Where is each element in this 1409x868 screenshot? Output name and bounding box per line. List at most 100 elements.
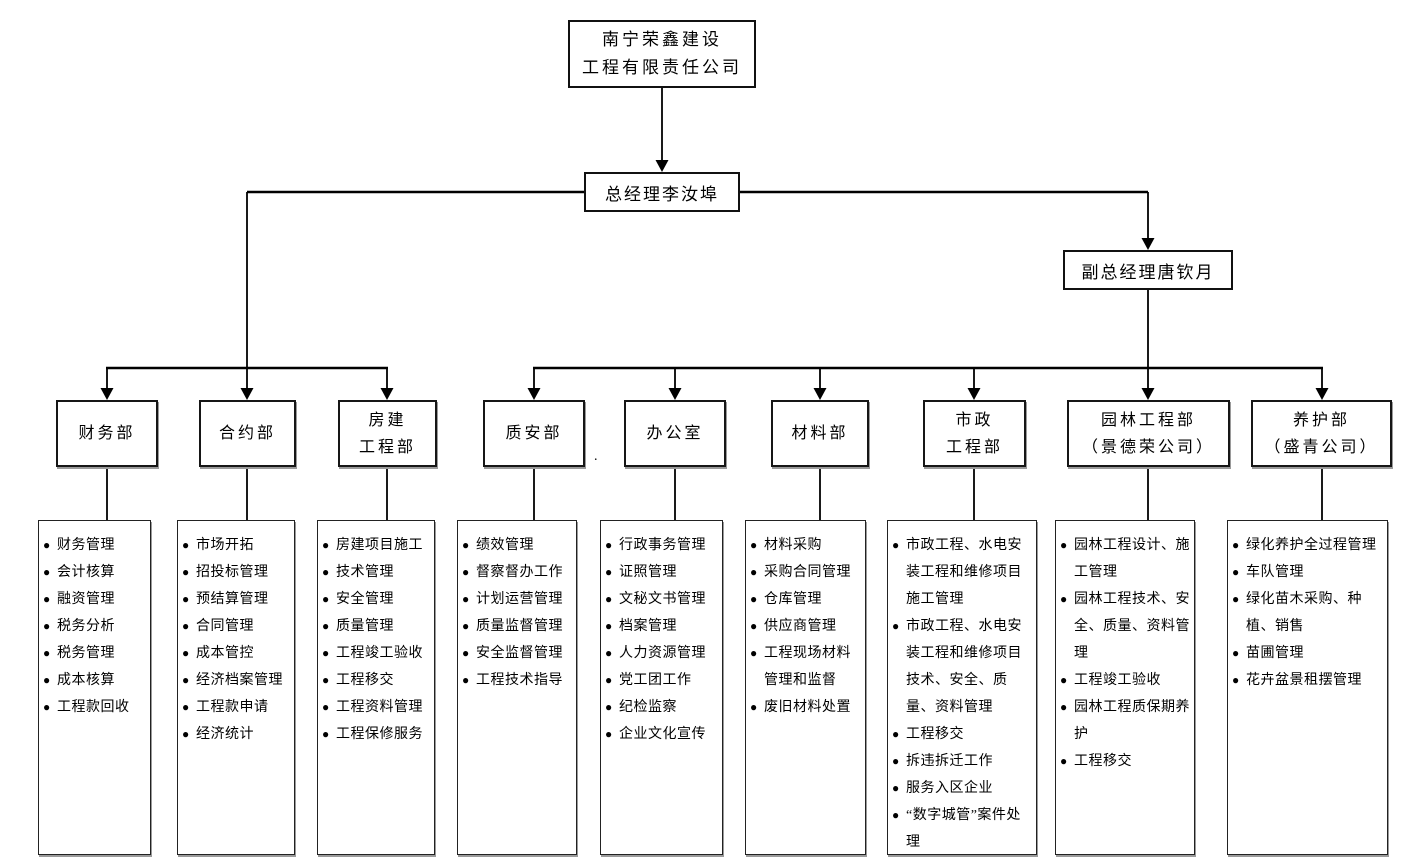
duty-text: 材料采购 bbox=[764, 538, 822, 553]
duty-item: ●绿化苗木采购、种植、销售 bbox=[1232, 586, 1385, 640]
duty-item: ●会计核算 bbox=[43, 559, 148, 586]
duty-item: ●人力资源管理 bbox=[605, 640, 720, 667]
duty-list: ●材料采购●采购合同管理●仓库管理●供应商管理●工程现场材料管理和监督●废旧材料… bbox=[745, 520, 866, 855]
bullet-icon: ● bbox=[462, 565, 470, 579]
duty-text: 市政工程、水电安装工程和维修项目施工管理 bbox=[906, 538, 1022, 607]
duty-item: ●绿化养护全过程管理 bbox=[1232, 532, 1385, 559]
duty-item: ●融资管理 bbox=[43, 586, 148, 613]
duty-text: 房建项目施工 bbox=[336, 538, 423, 553]
department-name-line: 材料部 bbox=[791, 425, 849, 442]
bullet-icon: ● bbox=[322, 538, 330, 552]
department-box: 办公室 bbox=[624, 400, 726, 467]
duty-text: 督察督办工作 bbox=[476, 565, 563, 580]
duty-item: ● 工程资料管理 bbox=[322, 694, 432, 721]
bullet-icon: ● bbox=[892, 781, 900, 795]
bullet-icon: ● bbox=[892, 619, 900, 633]
duty-text: 预结算管理 bbox=[196, 592, 269, 607]
department-box: 材料部 bbox=[771, 400, 869, 467]
duty-item: ●工程保修服务 bbox=[322, 721, 432, 748]
bullet-icon: ● bbox=[605, 565, 613, 579]
duty-item: ●工程款回收 bbox=[43, 694, 148, 721]
department-box: 市政工程部 bbox=[923, 400, 1026, 467]
bullet-icon: ● bbox=[605, 727, 613, 741]
duty-text: 质量监督管理 bbox=[476, 619, 563, 634]
duty-text: “数字城管”案件处理 bbox=[906, 808, 1021, 850]
bullet-icon: ● bbox=[750, 700, 758, 714]
duty-item: ●仓库管理 bbox=[750, 586, 863, 613]
duty-item: ●工程款申请 bbox=[182, 694, 292, 721]
duty-item: ● 质量监督管理 bbox=[462, 613, 574, 640]
duty-item: ●园林工程设计、施工管理 bbox=[1060, 532, 1192, 586]
duty-item: ●纪检监察 bbox=[605, 694, 720, 721]
company-name-line: 工程有限责任公司 bbox=[582, 58, 742, 77]
duty-item: ●党工团工作 bbox=[605, 667, 720, 694]
duty-item: ●服务入区企业 bbox=[892, 775, 1034, 802]
duty-list: ●绿化养护全过程管理●车队管理●绿化苗木采购、种植、销售●苗圃管理●花卉盆景租摆… bbox=[1227, 520, 1388, 855]
duty-text: 文秘文书管理 bbox=[619, 592, 706, 607]
duty-text: 技术管理 bbox=[336, 565, 394, 580]
duty-item: ●工程移交 bbox=[1060, 748, 1192, 775]
duty-item: ●工程竣工验收 bbox=[1060, 667, 1192, 694]
duty-item: ●工程移交 bbox=[322, 667, 432, 694]
bullet-icon: ● bbox=[1060, 754, 1068, 768]
duty-text: 市场开拓 bbox=[196, 538, 254, 553]
bullet-icon: ● bbox=[322, 646, 330, 660]
duty-text: 园林工程质保期养护 bbox=[1074, 700, 1190, 742]
duty-text: 园林工程技术、安全、质量、资料管理 bbox=[1074, 592, 1190, 661]
duty-text: 工程移交 bbox=[906, 727, 964, 742]
department-name-line: 市政 bbox=[955, 411, 994, 429]
duty-item: ●园林工程质保期养护 bbox=[1060, 694, 1192, 748]
duty-text: 工程资料管理 bbox=[336, 700, 423, 715]
duty-text: 计划运营管理 bbox=[476, 592, 563, 607]
duty-text: 工程保修服务 bbox=[336, 727, 423, 742]
bullet-icon: ● bbox=[605, 538, 613, 552]
duty-item: ●财务管理 bbox=[43, 532, 148, 559]
duty-item: ● 计划运营管理 bbox=[462, 586, 574, 613]
duty-text: 纪检监察 bbox=[619, 700, 677, 715]
bullet-icon: ● bbox=[462, 646, 470, 660]
duty-item: ●成本管控 bbox=[182, 640, 292, 667]
duty-item: ●合同管理 bbox=[182, 613, 292, 640]
duty-list: ●绩效管理●督察督办工作●计划运营管理●质量监督管理●安全监督管理●工程技术指导 bbox=[457, 520, 577, 855]
bullet-icon: ● bbox=[322, 592, 330, 606]
bullet-icon: ● bbox=[462, 619, 470, 633]
duty-list: ●市场开拓●招投标管理●预结算管理●合同管理●成本管控●经济档案管理●工程款申请… bbox=[177, 520, 295, 855]
bullet-icon: ● bbox=[750, 646, 758, 660]
duty-text: 采购合同管理 bbox=[764, 565, 851, 580]
company-box: 南宁荣鑫建设 工程有限责任公司 bbox=[568, 20, 756, 88]
duty-item: ● 安全管理 bbox=[322, 586, 432, 613]
duty-text: 会计核算 bbox=[57, 565, 115, 580]
duty-item: ●废旧材料处置 bbox=[750, 694, 863, 721]
duty-text: 绩效管理 bbox=[476, 538, 534, 553]
bullet-icon: ● bbox=[1232, 673, 1240, 687]
bullet-icon: ● bbox=[1232, 565, 1240, 579]
duty-text: 苗圃管理 bbox=[1246, 646, 1304, 661]
bullet-icon: ● bbox=[182, 619, 190, 633]
duty-item: ●档案管理 bbox=[605, 613, 720, 640]
bullet-icon: ● bbox=[605, 646, 613, 660]
duty-text: 党工团工作 bbox=[619, 673, 692, 688]
bullet-icon: ● bbox=[892, 538, 900, 552]
bullet-icon: ● bbox=[322, 700, 330, 714]
bullet-icon: ● bbox=[892, 727, 900, 741]
duty-text: 绿化养护全过程管理 bbox=[1246, 538, 1377, 553]
duty-item: ●车队管理 bbox=[1232, 559, 1385, 586]
duty-item: ●安全监督管理 bbox=[462, 640, 574, 667]
bullet-icon: ● bbox=[750, 565, 758, 579]
duty-text: 工程移交 bbox=[336, 673, 394, 688]
department-box: 质安部 bbox=[483, 400, 585, 467]
bullet-icon: ● bbox=[605, 619, 613, 633]
duty-item: ●预结算管理 bbox=[182, 586, 292, 613]
department-box: 养护部（盛青公司） bbox=[1251, 400, 1392, 467]
duty-list: ●房建项目施工●技术管理●安全管理●质量管理●工程竣工验收●工程移交●工程资料管… bbox=[317, 520, 435, 855]
duty-text: 安全管理 bbox=[336, 592, 394, 607]
bullet-icon: ● bbox=[750, 592, 758, 606]
duty-text: 工程现场材料管理和监督 bbox=[764, 646, 851, 688]
bullet-icon: ● bbox=[462, 538, 470, 552]
duty-text: 融资管理 bbox=[57, 592, 115, 607]
bullet-icon: ● bbox=[462, 592, 470, 606]
duty-item: ●苗圃管理 bbox=[1232, 640, 1385, 667]
duty-item: ●市政工程、水电安装工程和维修项目技术、安全、质量、资料管理 bbox=[892, 613, 1034, 721]
bullet-icon: ● bbox=[43, 538, 51, 552]
bullet-icon: ● bbox=[1060, 538, 1068, 552]
